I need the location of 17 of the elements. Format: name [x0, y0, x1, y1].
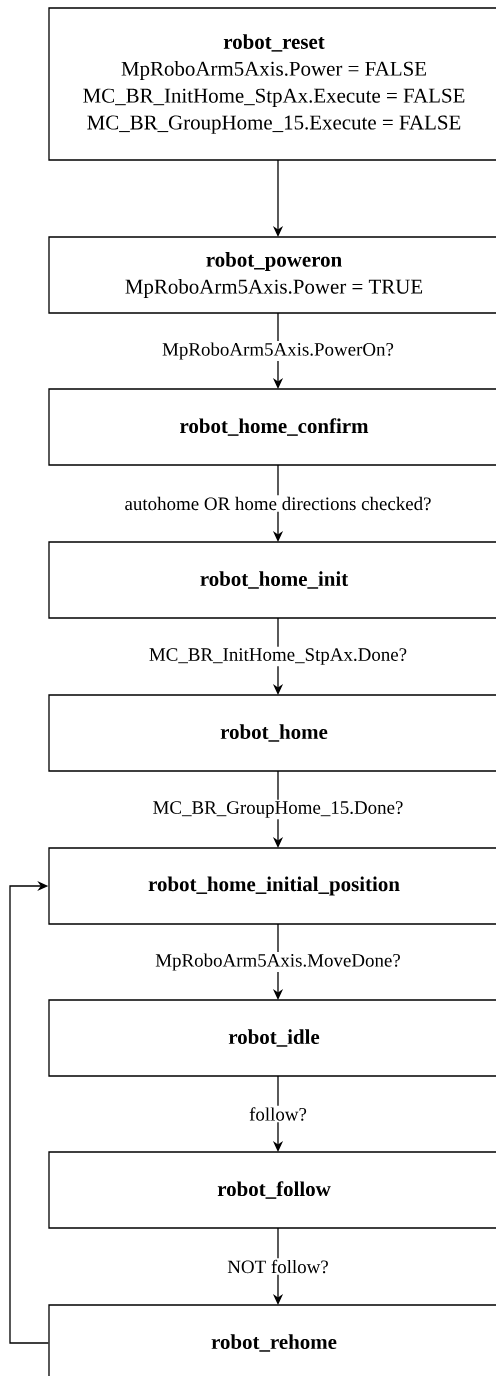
- state-box: robot_home_init: [48, 541, 496, 619]
- state-box: robot_reset MpRoboArm5Axis.Power = FALSE MC_BR_InitHome_StpAx.Execute = FALSE MC_BR_GroupHome_15.Execute = FALSE: [48, 7, 496, 161]
- edge-label: follow?: [247, 1105, 309, 1123]
- edge-label: NOT follow?: [225, 1258, 331, 1275]
- state-box: robot_poweron MpRoboArm5Axis.Power = TRUE: [48, 236, 496, 314]
- state-box: robot_home_initial_position: [48, 847, 496, 925]
- edge-label: MC_BR_GroupHome_15.Done?: [151, 799, 405, 820]
- edge-label: autohome OR home directions checked?: [123, 495, 433, 512]
- state-box: robot_home_confirm: [48, 388, 496, 466]
- arrow: [9, 880, 49, 1344]
- state-box: robot_follow: [48, 1151, 496, 1229]
- state-box: robot_rehome: [48, 1304, 496, 1376]
- edge-label: MC_BR_InitHome_StpAx.Done?: [147, 646, 409, 667]
- state-box: robot_home: [48, 694, 496, 772]
- state-box: robot_idle: [48, 999, 496, 1077]
- edge-label: MpRoboArm5Axis.MoveDone?: [153, 951, 403, 973]
- edge-label: MpRoboArm5Axis.PowerOn?: [160, 340, 396, 362]
